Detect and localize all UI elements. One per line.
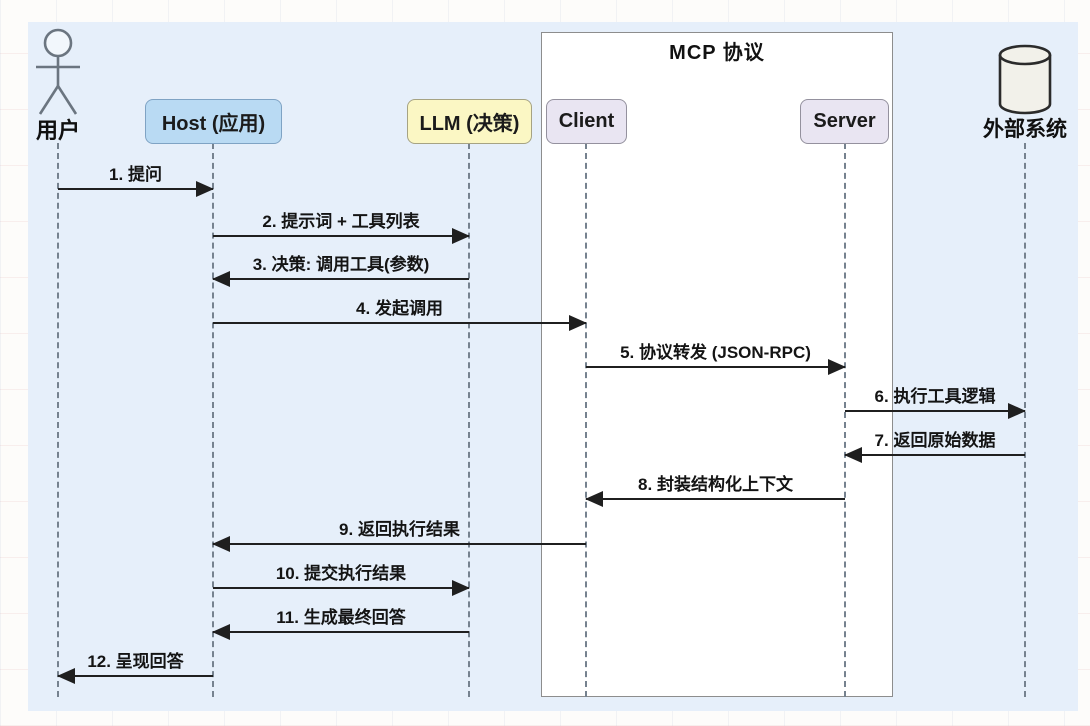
message-11-label: 11. 生成最终回答 <box>276 608 406 627</box>
message-11-arrow <box>213 631 469 633</box>
user-actor-icon <box>28 28 88 118</box>
participant-label-external: 外部系统 <box>983 118 1067 141</box>
message-9-label: 9. 返回执行结果 <box>339 520 460 539</box>
message-7-arrow <box>845 454 1025 456</box>
lifeline-host <box>212 143 214 697</box>
message-4-arrow <box>213 322 586 324</box>
arrowhead-icon <box>828 359 846 375</box>
message-2-label: 2. 提示词 + 工具列表 <box>262 212 420 231</box>
message-6-arrow <box>845 410 1025 412</box>
message-10-label: 10. 提交执行结果 <box>275 564 407 583</box>
message-8-label: 8. 封装结构化上下文 <box>638 475 793 494</box>
participant-box-server: Server <box>800 99 889 144</box>
message-1-arrow <box>58 188 213 190</box>
message-7-label: 7. 返回原始数据 <box>874 431 996 450</box>
participant-box-client: Client <box>546 99 627 144</box>
message-5-arrow <box>586 366 845 368</box>
arrowhead-icon <box>212 536 230 552</box>
arrowhead-icon <box>212 271 230 287</box>
mcp-frame-title: MCP 协议 <box>669 42 765 64</box>
arrowhead-icon <box>1008 403 1026 419</box>
arrowhead-icon <box>452 580 470 596</box>
lifeline-server <box>844 143 846 697</box>
lifeline-llm <box>468 143 470 697</box>
lifeline-user <box>57 143 59 697</box>
arrowhead-icon <box>212 624 230 640</box>
lifeline-external <box>1024 143 1026 697</box>
message-3-arrow <box>213 278 469 280</box>
arrowhead-icon <box>57 668 75 684</box>
message-2-arrow <box>213 235 469 237</box>
message-4-label: 4. 发起调用 <box>356 299 443 318</box>
message-10-arrow <box>213 587 469 589</box>
arrowhead-icon <box>196 181 214 197</box>
database-icon <box>997 44 1053 116</box>
message-1-label: 1. 提问 <box>109 165 162 184</box>
arrowhead-icon <box>844 447 862 463</box>
message-9-arrow <box>213 543 586 545</box>
arrowhead-icon <box>452 228 470 244</box>
participant-label-user: 用户 <box>35 118 80 143</box>
message-3-label: 3. 决策: 调用工具(参数) <box>252 255 430 274</box>
message-12-label: 12. 呈现回答 <box>87 652 184 671</box>
message-8-arrow <box>586 498 845 500</box>
participant-box-llm: LLM (决策) <box>407 99 532 144</box>
message-6-label: 6. 执行工具逻辑 <box>874 387 996 406</box>
lifeline-client <box>585 143 587 697</box>
arrowhead-icon <box>585 491 603 507</box>
message-12-arrow <box>58 675 213 677</box>
arrowhead-icon <box>569 315 587 331</box>
participant-box-host: Host (应用) <box>145 99 282 144</box>
message-5-label: 5. 协议转发 (JSON-RPC) <box>620 343 811 362</box>
